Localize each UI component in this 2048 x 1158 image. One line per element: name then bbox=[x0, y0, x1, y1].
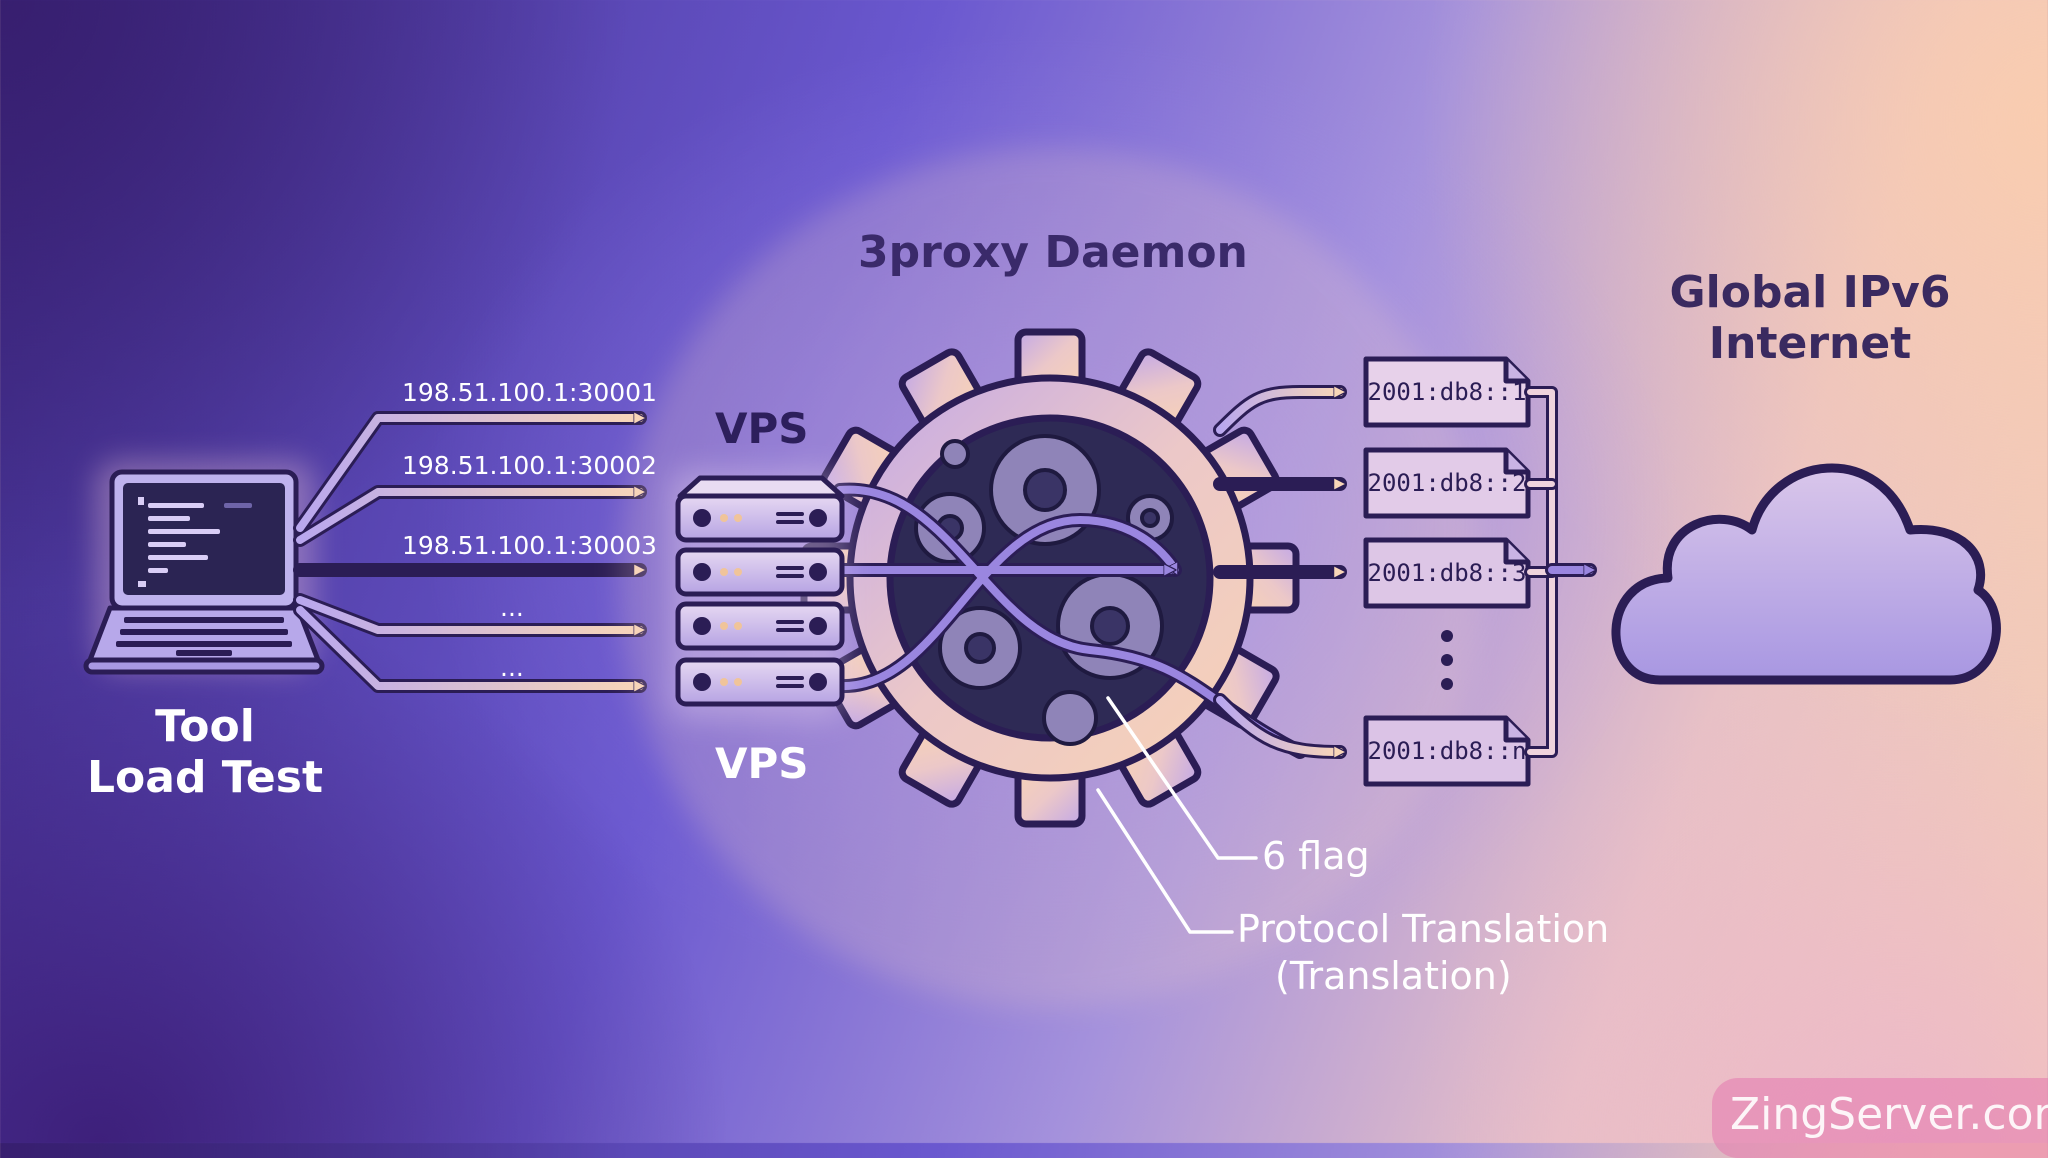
laptop-icon bbox=[83, 460, 325, 675]
client-label: Tool Load Test bbox=[80, 701, 330, 803]
connection-label: 198.51.100.1:30003 bbox=[402, 531, 657, 560]
ipv6-address: 2001:db8::3 bbox=[1367, 559, 1527, 587]
address-cards bbox=[1363, 356, 1531, 787]
vertical-ellipsis bbox=[1441, 630, 1453, 690]
client-connection-arrows bbox=[293, 411, 647, 693]
document-icon bbox=[1363, 356, 1531, 428]
server-rack-icon bbox=[668, 470, 846, 720]
ipv6-address: 2001:db8::2 bbox=[1367, 469, 1527, 497]
watermark-text: ZingServer.com bbox=[1730, 1089, 2048, 1140]
internet-title: Global IPv6 Internet bbox=[1660, 267, 1960, 369]
connection-label: 198.51.100.1:30001 bbox=[402, 378, 657, 407]
document-icon bbox=[1363, 715, 1531, 787]
document-icon bbox=[1363, 537, 1531, 609]
vps-label-bottom: VPS bbox=[715, 739, 809, 788]
cloud-icon bbox=[1611, 463, 2001, 685]
gear-icon bbox=[620, 148, 1480, 1008]
connection-label: ... bbox=[500, 653, 524, 682]
internet-title-line2: Internet bbox=[1708, 317, 1912, 369]
merge-bracket bbox=[1524, 386, 1597, 758]
client-label-line1: Tool bbox=[155, 701, 255, 752]
protocol-callout-line2: (Translation) bbox=[1275, 954, 1512, 998]
internet-title-line1: Global IPv6 bbox=[1669, 267, 1951, 318]
callout-leaders bbox=[1096, 696, 1258, 934]
protocol-callout-line1: Protocol Translation bbox=[1237, 907, 1610, 951]
ipv6-address: 2001:db8::n bbox=[1367, 737, 1527, 765]
daemon-title: 3proxy Daemon bbox=[858, 227, 1248, 278]
client-label-line2: Load Test bbox=[86, 751, 323, 803]
ipv6-address: 2001:db8::1 bbox=[1367, 378, 1527, 406]
document-icon bbox=[1363, 447, 1531, 519]
connection-label: 198.51.100.1:30002 bbox=[402, 451, 657, 480]
vps-label-top: VPS bbox=[715, 404, 809, 453]
connection-label: ... bbox=[500, 593, 524, 622]
flag-callout: 6 flag bbox=[1262, 834, 1370, 878]
output-arrows bbox=[1213, 385, 1347, 759]
